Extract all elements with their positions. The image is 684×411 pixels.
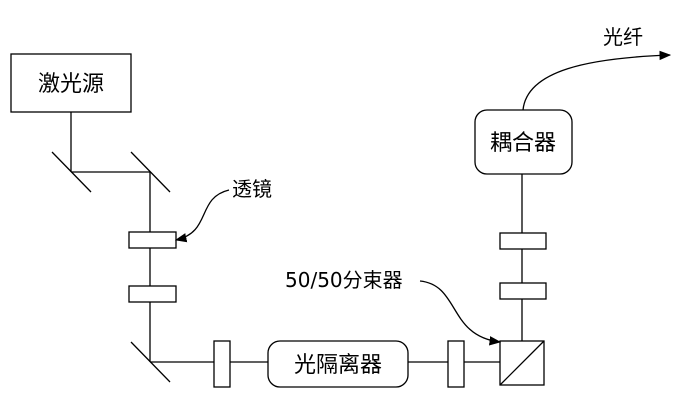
fiber-label: 光纤 xyxy=(603,25,643,49)
optical-isolator: 光隔离器 xyxy=(267,340,409,388)
mirror-1 xyxy=(51,151,92,193)
mirror-2 xyxy=(130,151,171,193)
coupler-label: 耦合器 xyxy=(490,131,556,156)
beam-splitter-diagonal xyxy=(499,340,545,386)
lens-left-1 xyxy=(128,231,177,249)
laser-source-box xyxy=(10,53,132,113)
splitter-pointer-arrow xyxy=(419,280,502,346)
coupler: 耦合器 xyxy=(474,109,573,175)
optical-isolator-label: 光隔离器 xyxy=(294,353,382,378)
lens-pointer-arrow xyxy=(174,189,230,243)
lens-bottom-1 xyxy=(213,340,231,388)
lens-left-2 xyxy=(128,285,177,303)
beam-splitter xyxy=(499,340,545,386)
fiber-curve xyxy=(522,50,672,111)
optical-isolator-box xyxy=(267,340,409,388)
lens-right-1 xyxy=(499,232,547,250)
laser-source-label: 激光源 xyxy=(38,72,104,97)
mirror-3 xyxy=(130,341,171,383)
laser-source: 激光源 xyxy=(10,53,132,113)
splitter-label: 50/50分束器 xyxy=(285,268,403,292)
lens-label: 透镜 xyxy=(232,177,272,201)
lens-right-2 xyxy=(499,282,547,300)
lens-bottom-2 xyxy=(447,340,465,388)
